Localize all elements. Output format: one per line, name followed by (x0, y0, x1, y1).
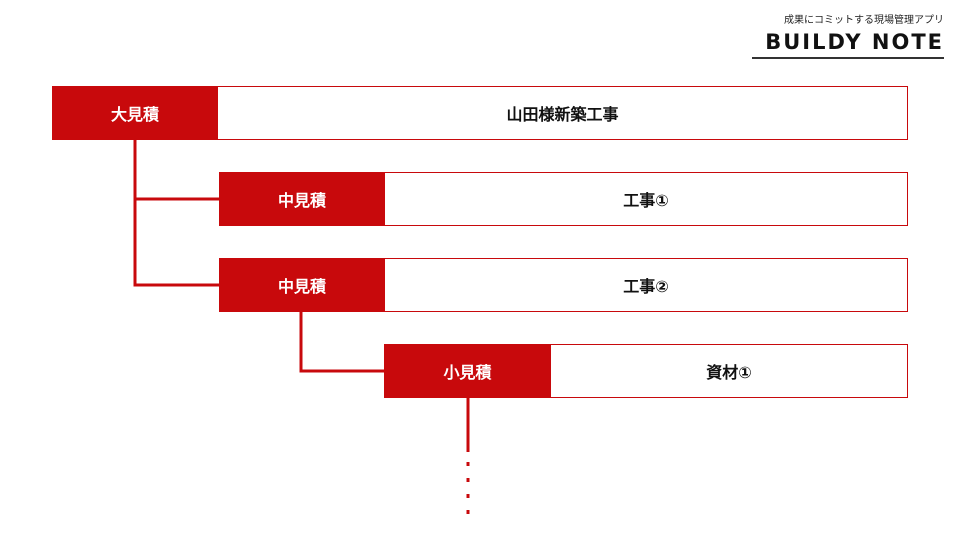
estimate-row-small: 小見積 資材① (384, 344, 908, 398)
estimate-row-medium-1: 中見積 工事① (219, 172, 908, 226)
continuation-dot-3 (466, 494, 470, 498)
row-label-small: 小見積 (384, 344, 551, 398)
estimate-row-medium-2: 中見積 工事② (219, 258, 908, 312)
row-value-medium-1: 工事① (385, 172, 908, 226)
continuation-dot-4 (466, 510, 470, 514)
continuation-dot-2 (466, 478, 470, 482)
row-label-medium-1: 中見積 (219, 172, 385, 226)
continuation-dot-1 (466, 462, 470, 466)
brand-logo-block: 成果にコミットする現場管理アプリ BUILDY NOTE (744, 14, 944, 59)
row-value-medium-2: 工事② (385, 258, 908, 312)
brand-logo: BUILDY NOTE (765, 30, 944, 54)
row-value-large: 山田様新築工事 (218, 86, 908, 140)
logo-underline (752, 57, 944, 59)
estimate-row-large: 大見積 山田様新築工事 (52, 86, 908, 140)
row-value-small: 資材① (551, 344, 908, 398)
brand-tagline: 成果にコミットする現場管理アプリ (784, 15, 944, 26)
row-label-large: 大見積 (52, 86, 218, 140)
row-label-medium-2: 中見積 (219, 258, 385, 312)
